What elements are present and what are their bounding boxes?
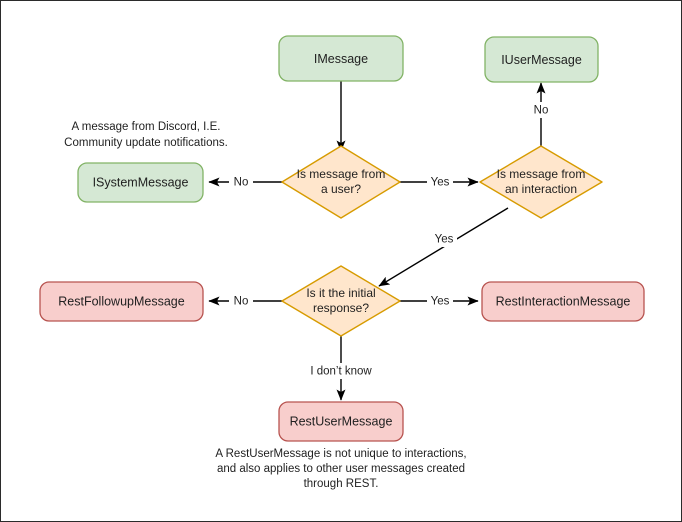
node-restusermessage-label: RestUserMessage	[290, 414, 393, 428]
decision-interaction-line2: an interaction	[505, 182, 577, 196]
decision-is-message-from-an-interaction[interactable]: Is message from an interaction	[479, 145, 603, 219]
edge-initial-response-to-restinteractionmessage: Yes	[399, 293, 479, 309]
edge-interaction-check-to-iusermessage: No	[529, 82, 553, 153]
node-isystemmessage[interactable]: ISystemMessage	[77, 162, 204, 203]
edge-interaction-check-to-initial-response: Yes	[378, 207, 509, 287]
edge-initial-response-to-restfollowupmessage: No	[208, 293, 284, 309]
edge-label-yes-restinteraction: Yes	[431, 296, 450, 308]
decision-is-message-from-a-user[interactable]: Is message from a user?	[281, 145, 401, 219]
annotation-restuser-line2: and also applies to other user messages …	[217, 463, 465, 475]
decision-user-line1: Is message from	[297, 167, 386, 181]
node-restfollowupmessage[interactable]: RestFollowupMessage	[39, 281, 204, 322]
node-isystemmessage-label: ISystemMessage	[93, 175, 189, 189]
edge-user-check-to-interaction-check: Yes	[399, 174, 479, 190]
node-restfollowupmessage-label: RestFollowupMessage	[58, 294, 184, 308]
annotation-restuser-line1: A RestUserMessage is not unique to inter…	[215, 448, 466, 460]
edge-label-yes-interaction: Yes	[431, 177, 450, 189]
annotation-restuser-line3: through REST.	[304, 478, 379, 490]
decision-is-it-the-initial-response[interactable]: Is it the initial response?	[281, 265, 401, 337]
edge-label-no-followup: No	[234, 296, 249, 308]
node-iusermessage[interactable]: IUserMessage	[484, 36, 599, 83]
edge-label-i-dont-know: I don’t know	[310, 366, 372, 378]
annotation-system-line1: A message from Discord, I.E.	[72, 121, 221, 133]
decision-user-line2: a user?	[321, 182, 361, 196]
node-restinteractionmessage[interactable]: RestInteractionMessage	[481, 281, 645, 322]
edge-initial-response-to-restusermessage: I don’t know	[302, 331, 380, 401]
decision-initial-line1: Is it the initial	[306, 286, 375, 300]
node-iusermessage-label: IUserMessage	[501, 53, 582, 67]
edge-label-no-system: No	[234, 177, 249, 189]
annotation-system-message-note: A message from Discord, I.E. Community u…	[64, 121, 228, 149]
node-imessage-label: IMessage	[314, 52, 368, 66]
edge-label-yes-initial: Yes	[435, 234, 454, 246]
annotation-rest-user-message-note: A RestUserMessage is not unique to inter…	[215, 448, 466, 490]
decision-initial-line2: response?	[313, 301, 369, 315]
edge-label-no-user: No	[534, 105, 549, 117]
node-imessage[interactable]: IMessage	[278, 35, 404, 82]
node-restusermessage[interactable]: RestUserMessage	[278, 401, 404, 442]
decision-interaction-line1: Is message from	[497, 167, 586, 181]
edge-user-check-to-isystemmessage: No	[208, 174, 284, 190]
node-restinteractionmessage-label: RestInteractionMessage	[496, 294, 631, 308]
annotation-system-line2: Community update notifications.	[64, 137, 228, 149]
